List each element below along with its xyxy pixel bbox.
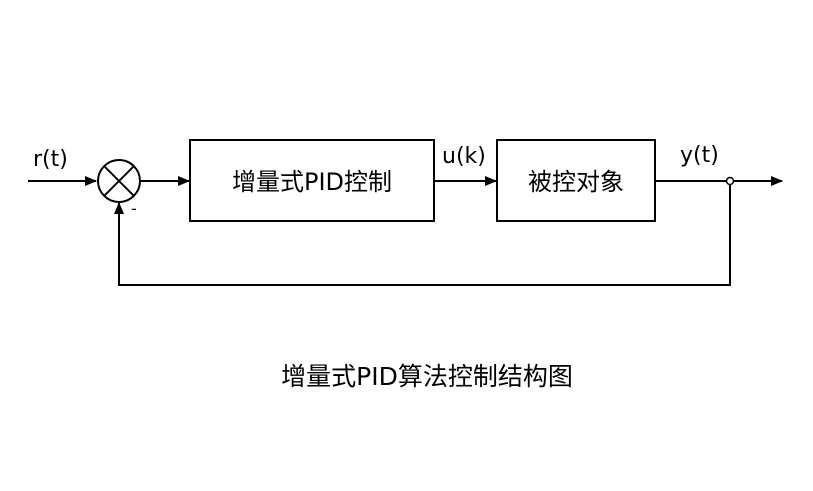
plant-block (496, 139, 656, 222)
controller-block (189, 139, 435, 222)
feedback-path-line (114, 181, 731, 286)
output-takeoff-point (725, 176, 735, 186)
summing-junction (97, 159, 141, 203)
input-signal-label: r(t) (33, 147, 68, 172)
control-signal-label: u(k) (442, 144, 486, 169)
plant-block-label: 被控对象 (528, 168, 624, 196)
output-signal-label: y(t) (680, 143, 719, 168)
feedback-minus-sign: - (131, 199, 137, 218)
summing-junction-cross-b (103, 165, 135, 197)
diagram-caption: 增量式PID算法控制结构图 (281, 362, 573, 391)
controller-block-label: 增量式PID控制 (232, 168, 392, 196)
